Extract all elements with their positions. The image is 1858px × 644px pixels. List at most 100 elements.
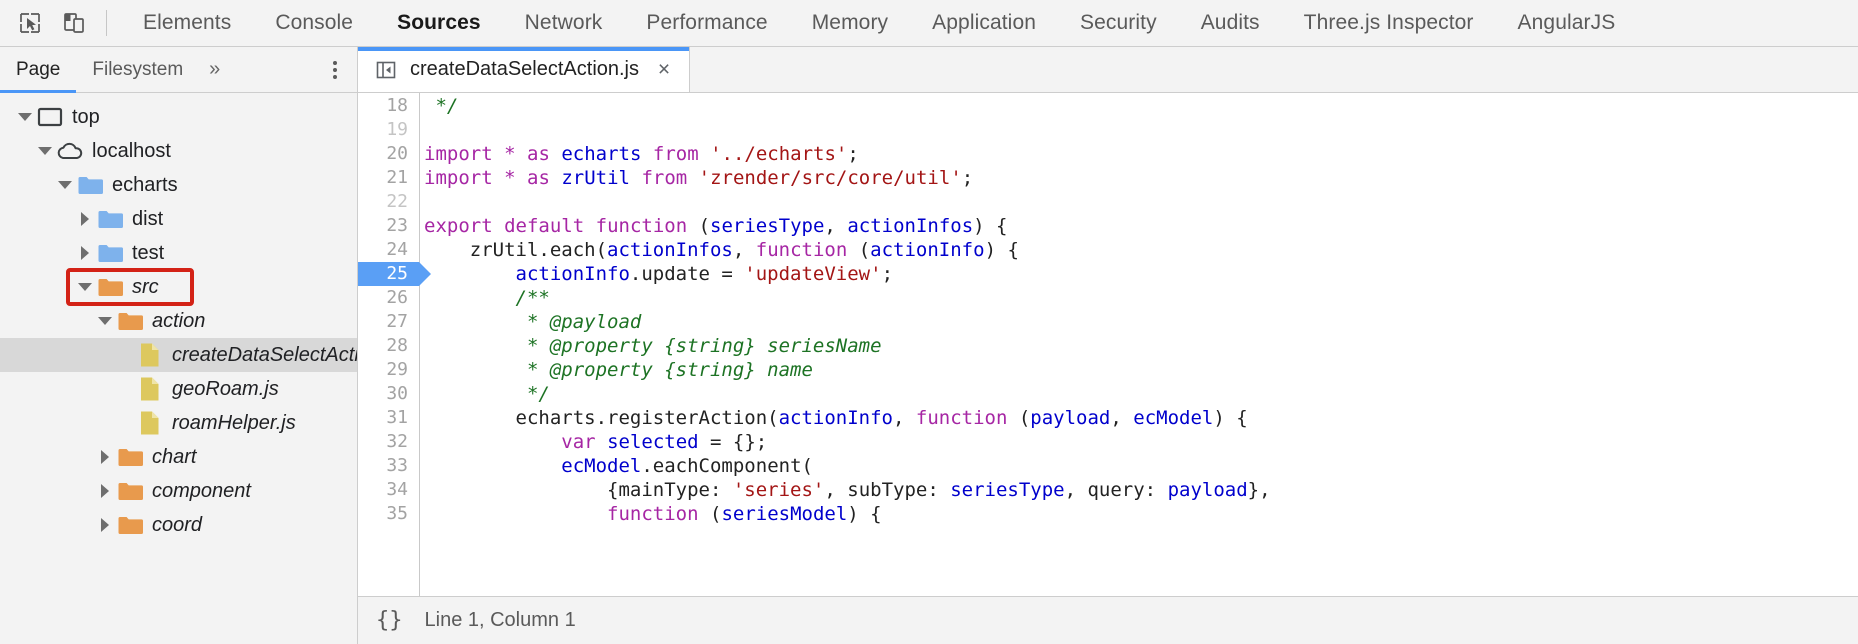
- line-number[interactable]: 19: [386, 119, 408, 140]
- tree-item-echarts[interactable]: echarts: [0, 168, 357, 202]
- tree-item-georoam-js[interactable]: geoRoam.js: [0, 372, 357, 406]
- line-number[interactable]: 31: [386, 407, 408, 428]
- code-token: import: [424, 143, 493, 165]
- line-number[interactable]: 33: [386, 455, 408, 476]
- chevron-down-icon[interactable]: [74, 283, 96, 291]
- close-icon[interactable]: ×: [657, 58, 671, 81]
- device-toggle-icon[interactable]: [52, 3, 96, 43]
- line-number[interactable]: 32: [386, 431, 408, 452]
- tab-audits[interactable]: Audits: [1200, 11, 1260, 34]
- line-number[interactable]: 23: [386, 215, 408, 236]
- code-line[interactable]: function (seriesModel) {: [424, 502, 1858, 526]
- chevron-right-icon[interactable]: [94, 518, 116, 532]
- code-line[interactable]: * @payload: [424, 310, 1858, 334]
- code-token: .update =: [629, 263, 745, 285]
- folder-orange-icon: [96, 276, 124, 298]
- open-file-tab[interactable]: createDataSelectAction.js ×: [358, 47, 691, 92]
- tree-item-label: dist: [132, 207, 164, 230]
- tab-angularjs[interactable]: AngularJS: [1517, 11, 1616, 34]
- code-line[interactable]: * @property {string} seriesName: [424, 334, 1858, 358]
- line-number[interactable]: 29: [386, 359, 408, 380]
- code-line[interactable]: [424, 118, 1858, 142]
- code-line[interactable]: export default function (seriesType, act…: [424, 214, 1858, 238]
- folder-blue-icon: [96, 242, 124, 264]
- tab-console[interactable]: Console: [275, 11, 354, 34]
- code-line[interactable]: var selected = {};: [424, 430, 1858, 454]
- code-token: zrUtil: [561, 167, 630, 189]
- inspect-cursor-icon[interactable]: [8, 3, 52, 43]
- code-content[interactable]: */ import * as echarts from '../echarts'…: [420, 93, 1858, 596]
- pretty-print-icon[interactable]: {}: [376, 608, 403, 633]
- tree-item-localhost[interactable]: localhost: [0, 134, 357, 168]
- code-line[interactable]: * @property {string} name: [424, 358, 1858, 382]
- collapse-sidebar-icon[interactable]: [370, 55, 402, 85]
- code-token: * @property {string} name: [424, 359, 813, 381]
- code-line[interactable]: echarts.registerAction(actionInfo, funct…: [424, 406, 1858, 430]
- breakpoint-marker[interactable]: 25: [358, 262, 431, 286]
- tree-item-component[interactable]: component: [0, 474, 357, 508]
- code-token: 'updateView': [744, 263, 882, 285]
- tree-item-action[interactable]: action: [0, 304, 357, 338]
- line-number[interactable]: 24: [386, 239, 408, 260]
- code-line[interactable]: actionInfo.update = 'updateView';: [424, 262, 1858, 286]
- chevron-down-icon[interactable]: [34, 147, 56, 155]
- tree-item-chart[interactable]: chart: [0, 440, 357, 474]
- tree-item-createdataselectaction[interactable]: createDataSelectAction: [0, 338, 357, 372]
- code-line[interactable]: */: [424, 94, 1858, 118]
- line-number[interactable]: 20: [386, 143, 408, 164]
- tab-memory[interactable]: Memory: [811, 11, 889, 34]
- code-line[interactable]: ecModel.eachComponent(: [424, 454, 1858, 478]
- code-token: , subType:: [824, 479, 951, 501]
- tree-item-label: action: [152, 309, 206, 332]
- tab-network[interactable]: Network: [524, 11, 603, 34]
- folder-blue-icon: [96, 208, 124, 230]
- tree-item-test[interactable]: test: [0, 236, 357, 270]
- tab-threejs-inspector[interactable]: Three.js Inspector: [1303, 11, 1474, 34]
- tree-item-top[interactable]: top: [0, 100, 357, 134]
- nav-tab-page[interactable]: Page: [0, 47, 77, 93]
- line-number[interactable]: 35: [386, 503, 408, 524]
- code-token: [550, 167, 561, 189]
- code-line[interactable]: /**: [424, 286, 1858, 310]
- chevron-down-icon[interactable]: [94, 317, 116, 325]
- chevron-right-icon[interactable]: [74, 246, 96, 260]
- tree-item-coord[interactable]: coord: [0, 508, 357, 542]
- tab-application[interactable]: Application: [932, 11, 1037, 34]
- line-number[interactable]: 30: [386, 383, 408, 404]
- code-line[interactable]: zrUtil.each(actionInfos, function (actio…: [424, 238, 1858, 262]
- code-line[interactable]: */: [424, 382, 1858, 406]
- nav-more-tabs-button[interactable]: »: [209, 58, 221, 80]
- file-js-icon: [136, 410, 164, 436]
- tab-security[interactable]: Security: [1080, 11, 1157, 34]
- code-line[interactable]: [424, 190, 1858, 214]
- tab-elements[interactable]: Elements: [143, 11, 232, 34]
- code-token: ,: [1110, 407, 1134, 429]
- chevron-right-icon[interactable]: [94, 450, 116, 464]
- tree-item-roamhelper-js[interactable]: roamHelper.js: [0, 406, 357, 440]
- line-number[interactable]: 21: [386, 167, 408, 188]
- tree-item-dist[interactable]: dist: [0, 202, 357, 236]
- line-number[interactable]: 22: [386, 191, 408, 212]
- chevron-down-icon[interactable]: [14, 113, 36, 121]
- line-number[interactable]: 26: [386, 287, 408, 308]
- kebab-menu-icon[interactable]: [327, 55, 343, 85]
- tab-performance[interactable]: Performance: [646, 11, 768, 34]
- code-line[interactable]: import * as echarts from '../echarts';: [424, 142, 1858, 166]
- chevron-right-icon[interactable]: [74, 212, 96, 226]
- tree-item-src[interactable]: src: [0, 268, 357, 306]
- chevron-down-icon[interactable]: [54, 181, 76, 189]
- line-number[interactable]: 27: [386, 311, 408, 332]
- tab-sources[interactable]: Sources: [397, 11, 481, 34]
- line-number[interactable]: 18: [386, 95, 408, 116]
- code-token: [424, 263, 516, 285]
- nav-tab-filesystem[interactable]: Filesystem: [92, 58, 184, 80]
- chevron-right-icon[interactable]: [94, 484, 116, 498]
- code-line[interactable]: {mainType: 'series', subType: seriesType…: [424, 478, 1858, 502]
- code-line[interactable]: import * as zrUtil from 'zrender/src/cor…: [424, 166, 1858, 190]
- line-number[interactable]: 28: [386, 335, 408, 356]
- code-token: [687, 167, 698, 189]
- line-number[interactable]: 34: [386, 479, 408, 500]
